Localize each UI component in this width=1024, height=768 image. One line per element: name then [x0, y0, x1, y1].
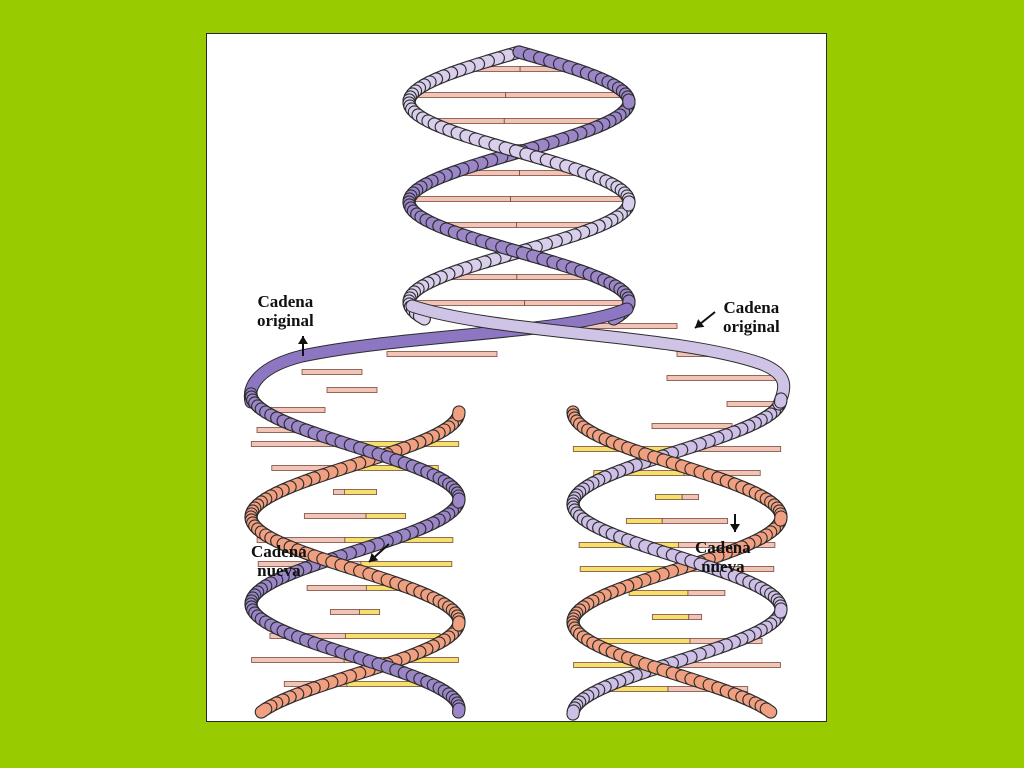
label-line: Cadena	[251, 542, 307, 561]
top-strand-b	[419, 316, 424, 319]
top-base-pair-half	[409, 197, 510, 202]
unpaired-base	[667, 376, 777, 381]
diagram-frame: Cadena original Cadena original Cadena n…	[206, 33, 827, 722]
left-base-pair-half	[304, 514, 366, 519]
label-line: Cadena	[695, 538, 751, 557]
unpaired-base	[387, 352, 497, 357]
left-base-pair-half	[330, 610, 359, 615]
top-base-pair-half	[412, 93, 506, 98]
left-new-strand	[261, 709, 265, 712]
dna-replication-diagram	[207, 34, 828, 723]
top-base-pair-half	[506, 93, 627, 98]
label-line: Cadena	[257, 292, 314, 311]
unpaired-base	[327, 388, 377, 393]
right-base-pair-half	[629, 591, 688, 596]
arrow-new-right-head	[730, 524, 740, 532]
unpaired-base	[652, 424, 732, 429]
left-base-pair-half	[344, 490, 376, 495]
label-line: Cadena	[723, 298, 780, 317]
base-pairs	[251, 67, 780, 692]
top-base-pair-half	[525, 301, 629, 306]
left-base-pair-half	[359, 610, 379, 615]
arrow-original-left-head	[298, 336, 308, 344]
right-base-pair-half	[652, 615, 688, 620]
label-line: original	[723, 317, 780, 336]
right-base-pair-half	[678, 663, 780, 668]
right-base-pair-half	[662, 519, 727, 524]
unpaired-base	[302, 370, 362, 375]
left-base-pair-half	[345, 634, 440, 639]
right-base-pair-half	[626, 519, 662, 524]
left-base-pair-half	[307, 586, 366, 591]
right-base-pair-half	[655, 495, 682, 500]
label-original-left: Cadena original	[257, 292, 314, 330]
unpaired-base	[727, 402, 777, 407]
label-line: nueva	[251, 561, 307, 580]
left-base-pair-half	[366, 514, 406, 519]
right-base-pair-half	[682, 495, 698, 500]
label-new-left: Cadena nueva	[251, 542, 307, 580]
top-base-pair-half	[511, 197, 629, 202]
label-new-right: Cadena nueva	[695, 538, 751, 576]
right-base-pair-half	[689, 615, 702, 620]
label-line: original	[257, 311, 314, 330]
label-original-right: Cadena original	[723, 298, 780, 336]
right-new-strand	[766, 709, 770, 712]
label-line: nueva	[695, 557, 751, 576]
left-base-pair-half	[252, 658, 345, 663]
left-base-pair-half	[333, 490, 344, 495]
right-base-pair-half	[688, 591, 725, 596]
left-base-pair-half	[361, 562, 452, 567]
